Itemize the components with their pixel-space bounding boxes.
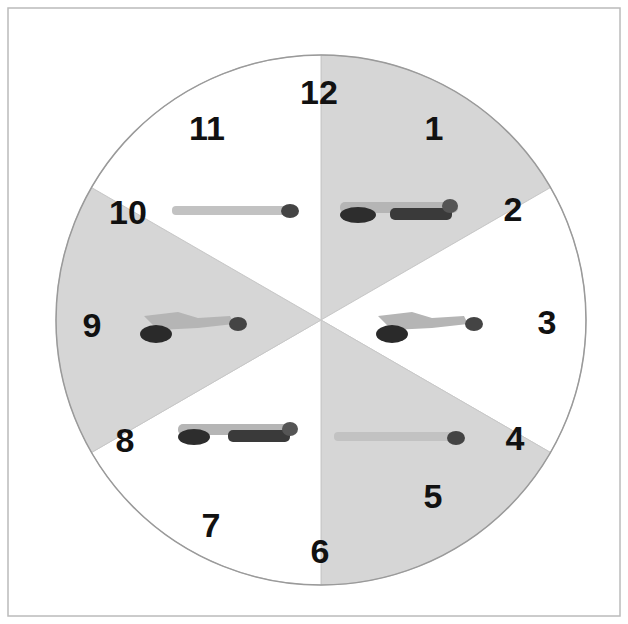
clock-number: 7 xyxy=(202,508,221,542)
patient-figure xyxy=(376,312,483,343)
patient-figure xyxy=(340,199,458,223)
clock-number: 9 xyxy=(83,308,102,342)
clock-number: 12 xyxy=(300,75,338,109)
frame xyxy=(8,8,620,616)
clock-number: 5 xyxy=(424,479,443,513)
clock-number: 4 xyxy=(506,421,525,455)
clock-sector xyxy=(321,320,550,585)
patient-figure xyxy=(178,422,298,445)
clock-outline xyxy=(56,55,586,585)
clock-number: 2 xyxy=(504,192,523,226)
clock-number: 8 xyxy=(116,423,135,457)
sector-group xyxy=(56,55,586,585)
clock-number: 3 xyxy=(538,305,557,339)
patient-figure xyxy=(334,431,465,445)
patient-figure xyxy=(172,204,299,218)
clock-sector xyxy=(92,55,321,320)
clock-number: 6 xyxy=(311,534,330,568)
clock-number: 10 xyxy=(109,195,147,229)
clock-number: 11 xyxy=(189,111,225,145)
patient-figure xyxy=(140,312,247,343)
clock-number: 1 xyxy=(425,111,444,145)
